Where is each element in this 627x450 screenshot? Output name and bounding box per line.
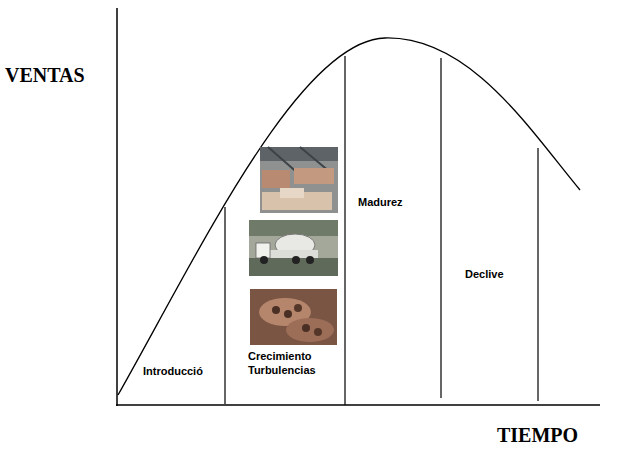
stage-divider: [224, 207, 225, 404]
stage-divider: [537, 148, 538, 401]
mixer-truck-photo: [249, 220, 338, 276]
stage-label: Madurez: [358, 195, 403, 209]
stage-divider: [440, 58, 441, 398]
axis-title: TIEMPO: [497, 424, 578, 447]
stage-label: Crecimiento Turbulencias: [248, 349, 328, 377]
warehouse-photo: [260, 147, 338, 213]
hands-photo: [250, 289, 337, 345]
y-axis: [116, 8, 118, 406]
axis-title: VENTAS: [5, 64, 85, 87]
stage-label: Introducció: [143, 364, 203, 378]
stage-divider: [344, 56, 345, 405]
x-axis: [116, 404, 600, 406]
sales-curve: [118, 38, 580, 395]
stage-label: Declive: [465, 267, 504, 281]
